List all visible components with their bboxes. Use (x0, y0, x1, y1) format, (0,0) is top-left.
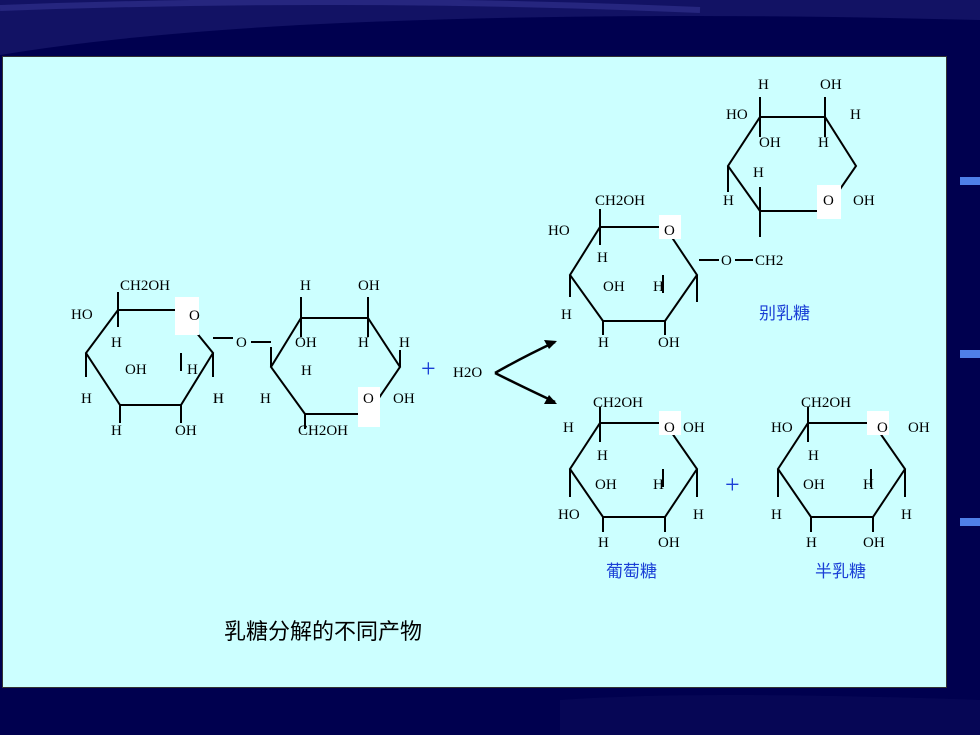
label: OH (393, 391, 415, 407)
label: H (81, 391, 92, 407)
side-accent-3 (960, 518, 980, 526)
label: OH (863, 535, 885, 551)
label: O (189, 308, 200, 324)
label: H (561, 307, 572, 323)
label: H (597, 250, 608, 266)
label: H (653, 279, 664, 295)
allolactose-label: 别乳糖 (759, 304, 810, 323)
label: H (300, 278, 311, 294)
plus-sign: + (725, 470, 740, 499)
label: OH (175, 423, 197, 439)
label: OH (803, 477, 825, 493)
diagram-panel: CH2OH O HO H OH H H H H OH O H OH OH H H… (2, 56, 947, 688)
reaction-diagram: CH2OH O HO H OH H H H H OH O H OH OH H H… (71, 77, 930, 581)
label: OH (908, 420, 930, 436)
arrowhead-down (544, 395, 557, 404)
label: HO (548, 223, 570, 239)
galactose-label: 半乳糖 (815, 562, 866, 581)
side-accent-2 (960, 350, 980, 358)
label: H (693, 507, 704, 523)
label: H (111, 423, 122, 439)
label: H (213, 391, 224, 407)
label: H (863, 477, 874, 493)
label: OH (683, 420, 705, 436)
label: H (806, 535, 817, 551)
label: HO (558, 507, 580, 523)
label: HO (71, 307, 93, 323)
label: OH (295, 335, 317, 351)
label: HO (726, 107, 748, 123)
label: O (363, 391, 374, 407)
label: OH (759, 135, 781, 151)
label: CH2OH (298, 423, 348, 439)
lactose-glucose-ring (84, 292, 233, 423)
arrowhead-up (544, 340, 557, 349)
diagram-caption: 乳糖分解的不同产物 (223, 620, 422, 645)
label: H (597, 448, 608, 464)
ring-oxygen-highlight (817, 185, 841, 219)
label: OH (820, 77, 842, 93)
label: H (653, 477, 664, 493)
label: O (823, 193, 834, 209)
label: CH2OH (595, 193, 645, 209)
label: H (771, 507, 782, 523)
label: OH (125, 362, 147, 378)
label: OH (595, 477, 617, 493)
plus-sign: + (421, 354, 436, 383)
label: H (399, 335, 410, 351)
bridge-oxygen: O (721, 253, 732, 269)
label: H (901, 507, 912, 523)
label: H (818, 135, 829, 151)
label: H (598, 535, 609, 551)
label: OH (603, 279, 625, 295)
label: H (808, 448, 819, 464)
label: H (111, 335, 122, 351)
label: H (260, 391, 271, 407)
label: H (850, 107, 861, 123)
ch2-label: CH2 (755, 253, 783, 269)
label: H (301, 363, 312, 379)
side-accent-1 (960, 177, 980, 185)
glucose-label: 葡萄糖 (606, 562, 657, 581)
ring-oxygen-highlight (867, 411, 889, 435)
ring-oxygen-highlight (358, 387, 380, 427)
label: CH2OH (120, 278, 170, 294)
label: O (877, 420, 888, 436)
label: HO (771, 420, 793, 436)
label: H (723, 193, 734, 209)
label: H (753, 165, 764, 181)
label: OH (658, 335, 680, 351)
ring-oxygen-highlight (659, 215, 681, 239)
label: CH2OH (593, 395, 643, 411)
ring-oxygen-highlight (659, 411, 681, 435)
reaction-arrows (494, 340, 556, 404)
label: OH (358, 278, 380, 294)
label: CH2OH (801, 395, 851, 411)
label: H (758, 77, 769, 93)
label: H (358, 335, 369, 351)
label: H (598, 335, 609, 351)
lactose-galactose-ring (269, 297, 402, 429)
label: OH (853, 193, 875, 209)
label: O (664, 420, 675, 436)
label: H (187, 362, 198, 378)
ring-oxygen-highlight (175, 297, 199, 335)
label: O (664, 223, 675, 239)
label: OH (658, 535, 680, 551)
bridge-oxygen: O (236, 335, 247, 351)
water-label: H2O (453, 365, 482, 381)
label: H (213, 391, 224, 407)
label: H (563, 420, 574, 436)
